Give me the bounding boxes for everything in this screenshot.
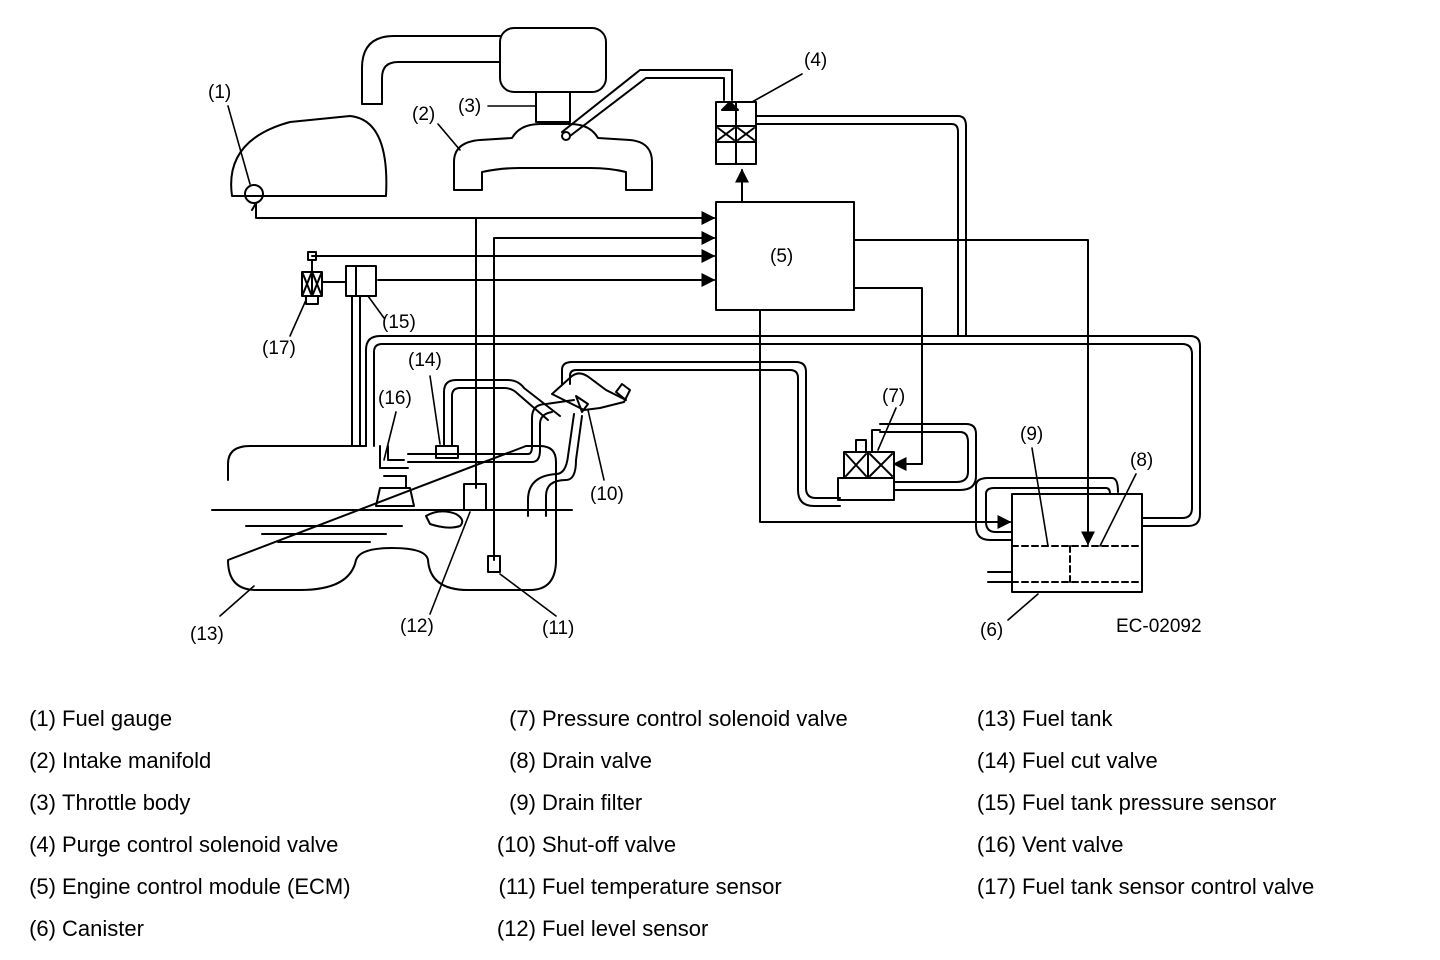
legend-item: (3)Throttle body [0,788,460,818]
callout-16: (16) [378,388,412,409]
callout-9: (9) [1020,424,1043,445]
callout-12: (12) [400,616,434,637]
legend-item: (2)Intake manifold [0,746,460,776]
legend-label: Fuel temperature sensor [542,874,782,899]
legend-label: Shut-off valve [542,832,677,857]
callout-17: (17) [262,338,296,359]
vent-valve [375,475,415,507]
fuel-filler-neck [527,413,583,517]
figure-code: EC-02092 [1116,616,1202,637]
callout-2: (2) [412,104,435,125]
callout-6: (6) [980,620,1003,641]
legend-item: (8)Drain valve [480,746,940,776]
legend-label: Fuel cut valve [1022,748,1158,773]
legend-label: Purge control solenoid valve [62,832,339,857]
legend-label: Engine control module (ECM) [62,874,351,899]
legend-label: Fuel gauge [62,706,173,731]
ecm-box [715,201,855,311]
legend-number: (6) [29,916,56,941]
legend-label: Fuel level sensor [542,916,709,941]
legend-number: (10) [496,832,536,857]
legend-item: (7)Pressure control solenoid valve [480,704,940,734]
callout-1: (1) [208,82,231,103]
legend-label: Intake manifold [62,748,212,773]
legend-item: (11)Fuel temperature sensor [480,872,940,902]
legend-item: (4)Purge control solenoid valve [0,830,460,860]
legend-number: (11) [498,874,537,899]
fuel-tank [227,445,557,591]
legend-label: Fuel tank sensor control valve [1022,874,1315,899]
legend-number: (2) [29,748,56,773]
legend-label: Fuel tank pressure sensor [1022,790,1277,815]
legend-item: (6)Canister [0,914,460,944]
callout-13: (13) [190,624,224,645]
legend-item: (1)Fuel gauge [0,704,460,734]
callout-14: (14) [408,350,442,371]
callout-10: (10) [590,484,624,505]
fuel-gauge [244,184,264,204]
legend-label: Throttle body [62,790,191,815]
legend-label: Canister [62,916,144,941]
canister [1011,493,1143,593]
throttle-body [535,91,571,123]
legend-number: (8) [509,748,536,773]
callout-4: (4) [804,50,827,71]
fuel-gauge-housing [230,115,388,197]
legend-number: (1) [29,706,56,731]
legend-item: (5)Engine control module (ECM) [0,872,460,902]
legend-label: Vent valve [1022,832,1124,857]
air-intake-duct [361,35,501,105]
air-cleaner [499,27,607,93]
legend-item: (15)Fuel tank pressure sensor [960,788,1420,818]
legend-number: (15) [976,790,1016,815]
callout-8: (8) [1130,450,1153,471]
intake-manifold [453,123,653,191]
legend-number: (9) [509,790,536,815]
legend-label: Fuel tank [1022,706,1113,731]
callout-11: (11) [542,618,574,639]
shut-off-valve [575,395,589,413]
legend-item: (12)Fuel level sensor [480,914,940,944]
legend-number: (5) [29,874,56,899]
callout-3: (3) [458,96,481,117]
legend-item: (14)Fuel cut valve [960,746,1420,776]
legend-label: Drain valve [542,748,653,773]
legend-item: (13)Fuel tank [960,704,1420,734]
legend-number: (4) [29,832,56,857]
legend-number: (13) [976,706,1016,731]
legend-label: Pressure control solenoid valve [542,706,848,731]
legend-number: (12) [496,916,536,941]
legend-number: (14) [976,748,1016,773]
legend: (1)Fuel gauge (2)Intake manifold (3)Thro… [0,700,1440,950]
evap-system-diagram: (1) (2) (3) (4) (5) (6) (7) (8) (9) (10)… [190,27,1202,645]
legend-number: (16) [976,832,1016,857]
legend-number: (17) [976,874,1016,899]
legend-number: (7) [509,706,536,731]
callout-5: (5) [770,246,793,267]
legend-item: (16)Vent valve [960,830,1420,860]
fuel-tank-pressure-sensor [345,265,377,297]
fuel-cut-valve [435,445,459,459]
legend-number: (3) [29,790,56,815]
fuel-temperature-sensor [487,555,501,573]
legend-item: (17)Fuel tank sensor control valve [960,872,1420,902]
callout-15: (15) [382,312,416,333]
legend-item: (10)Shut-off valve [480,830,940,860]
callout-7: (7) [882,386,905,407]
fuel-level-sensor [463,483,487,511]
legend-item: (9)Drain filter [480,788,940,818]
legend-label: Drain filter [542,790,643,815]
